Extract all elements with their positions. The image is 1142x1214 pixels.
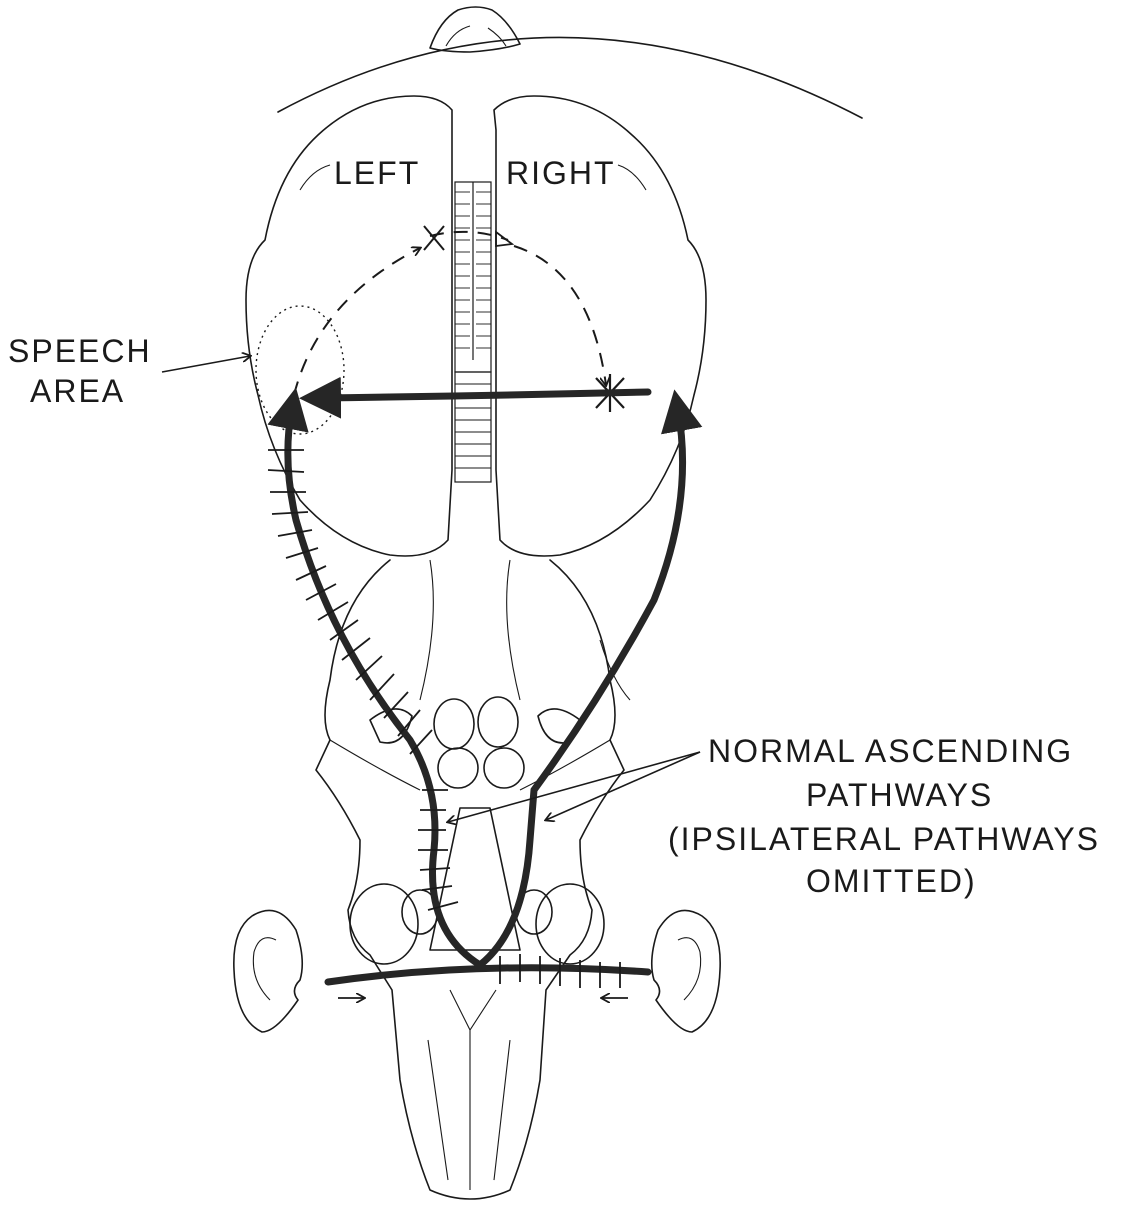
right-frontal-fold xyxy=(618,165,646,190)
normal-pathway-pointer-right xyxy=(546,752,700,820)
left-hemisphere-label: LEFT xyxy=(334,155,420,191)
normal-pathway-pointer-left xyxy=(448,752,700,822)
speech-area-pointer xyxy=(162,356,250,372)
callosal-open-triangle xyxy=(496,232,512,246)
cerebellar-peduncle-left xyxy=(420,560,433,700)
right-ear xyxy=(652,910,720,1032)
colliculus-lower-right xyxy=(484,748,524,788)
normal-pathways-label-line2: PATHWAYS xyxy=(806,777,993,813)
left-ear-inner xyxy=(253,938,276,1000)
cerebellar-peduncle-right xyxy=(507,560,520,700)
colliculus-upper-left xyxy=(434,699,474,749)
speech-area-label-line2: AREA xyxy=(30,373,125,409)
right-ascending-pathway xyxy=(480,410,683,965)
dashed-route-left xyxy=(294,248,420,395)
dashed-route-right xyxy=(514,246,606,385)
callosal-cross-mark-left xyxy=(424,226,444,250)
left-inner-curve xyxy=(330,740,420,790)
interhemispheric-pathway xyxy=(320,392,648,398)
speech-area-region xyxy=(256,306,344,434)
callosum-lower xyxy=(455,372,491,482)
colliculus-lower-left xyxy=(438,748,478,788)
skull-arc xyxy=(278,37,862,118)
normal-pathways-label-line3: (IPSILATERAL PATHWAYS xyxy=(668,821,1100,857)
nose-bump xyxy=(430,7,520,52)
left-ear xyxy=(234,910,302,1032)
left-frontal-fold xyxy=(300,165,330,190)
colliculus-upper-right xyxy=(478,697,518,747)
speech-area-label-line1: SPEECH xyxy=(8,333,152,369)
normal-pathways-label-line1: NORMAL ASCENDING xyxy=(708,733,1073,769)
right-hemisphere-label: RIGHT xyxy=(506,155,616,191)
normal-pathways-label-line4: OMITTED) xyxy=(806,863,977,899)
spinal-cord xyxy=(428,990,510,1190)
right-ear-inner xyxy=(678,938,701,1000)
nose-detail xyxy=(446,26,506,46)
